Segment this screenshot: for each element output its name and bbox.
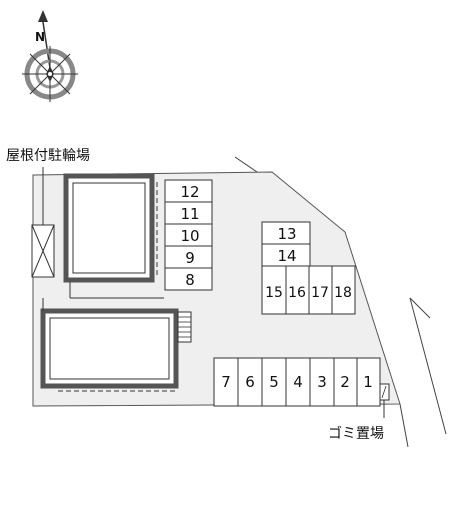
parking-space-number: 14 (277, 247, 296, 265)
building-upper (63, 173, 164, 299)
parking-space (331, 265, 356, 315)
parking-space (356, 357, 381, 407)
parking-space-number: 9 (185, 249, 195, 267)
compass-north-label: N (35, 30, 45, 44)
stairs-icon (177, 311, 192, 343)
parking-space (309, 357, 335, 407)
compass-rose-icon (22, 10, 78, 102)
parking-space-number: 4 (293, 373, 303, 391)
parking-space (237, 357, 263, 407)
parking-space-number: 7 (221, 373, 231, 391)
bicycle-parking (31, 167, 55, 278)
garbage-area-label: ゴミ置場 (328, 425, 384, 442)
parking-space-number: 16 (288, 285, 306, 301)
parking-space (285, 357, 311, 407)
parking-space-number: 8 (185, 271, 195, 289)
parking-space-number: 2 (340, 373, 350, 391)
parking-row-middle: 15 16 17 18 (261, 265, 356, 315)
parking-space (213, 357, 239, 407)
garbage-area (379, 383, 390, 418)
building-lower (40, 298, 192, 392)
bicycle-parking-label: 屋根付駐輪場 (6, 147, 90, 164)
parking-space-number: 3 (317, 373, 327, 391)
parking-space (261, 265, 287, 315)
parking-space-number: 11 (180, 205, 199, 223)
parking-space-number: 10 (180, 227, 199, 245)
parking-space-number: 1 (363, 373, 373, 391)
parking-space (164, 267, 213, 291)
road-edge-line (409, 297, 431, 319)
parking-space-number: 17 (311, 285, 329, 301)
parking-space-number: 13 (277, 225, 296, 243)
parking-space-number: 15 (265, 285, 283, 301)
parking-space-number: 18 (334, 285, 352, 301)
parking-column-middle: 13 14 (261, 221, 311, 267)
parking-row-bottom: 7 6 5 4 3 2 1 (213, 357, 381, 407)
road-edge-line (399, 403, 409, 448)
road-edge-line (409, 297, 447, 435)
parking-space-number: 6 (245, 373, 255, 391)
parking-space (261, 357, 287, 407)
compass: N (22, 10, 78, 102)
parking-space-number: 12 (180, 183, 199, 201)
parking-space-number: 5 (269, 373, 279, 391)
parking-column-left: 12 11 10 9 8 (164, 179, 213, 291)
